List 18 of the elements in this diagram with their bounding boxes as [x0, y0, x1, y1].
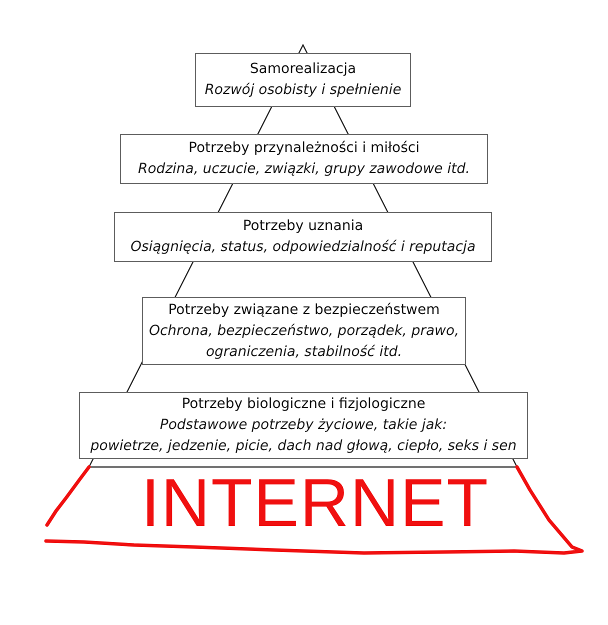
level-title: Potrzeby przynależności i miłości [188, 139, 420, 158]
level-title: Potrzeby uznania [242, 217, 364, 236]
hand-drawn-trapezoid [44, 465, 586, 557]
level-description: Rodzina, uczucie, związki, grupy zawodowe itd. [138, 160, 470, 179]
level-box [142, 297, 466, 365]
level-box [120, 134, 488, 184]
level-description: powietrze, jedzenie, picie, dach nad głową, ciepło, seks i sen [90, 437, 517, 456]
level-title: Samorealizacja [250, 60, 356, 79]
level-description: Rozwój osobisty i spełnienie [204, 81, 402, 100]
level-box [114, 212, 492, 262]
level-description: Podstawowe potrzeby życiowe, takie jak: [160, 416, 448, 435]
level-title: Potrzeby biologiczne i fizjologiczne [182, 395, 426, 414]
level-title: Potrzeby związane z bezpieczeństwem [168, 300, 440, 320]
level-box [195, 53, 411, 107]
handwritten-label: INTERNET [141, 473, 489, 533]
level-description: Osiągnięcia, status, odpowiedzialność i reputacja [130, 238, 476, 257]
level-description: Ochrona, bezpieczeństwo, porządek, prawo, ograniczenia, stabilność itd. [148, 322, 460, 362]
level-box [79, 392, 528, 459]
